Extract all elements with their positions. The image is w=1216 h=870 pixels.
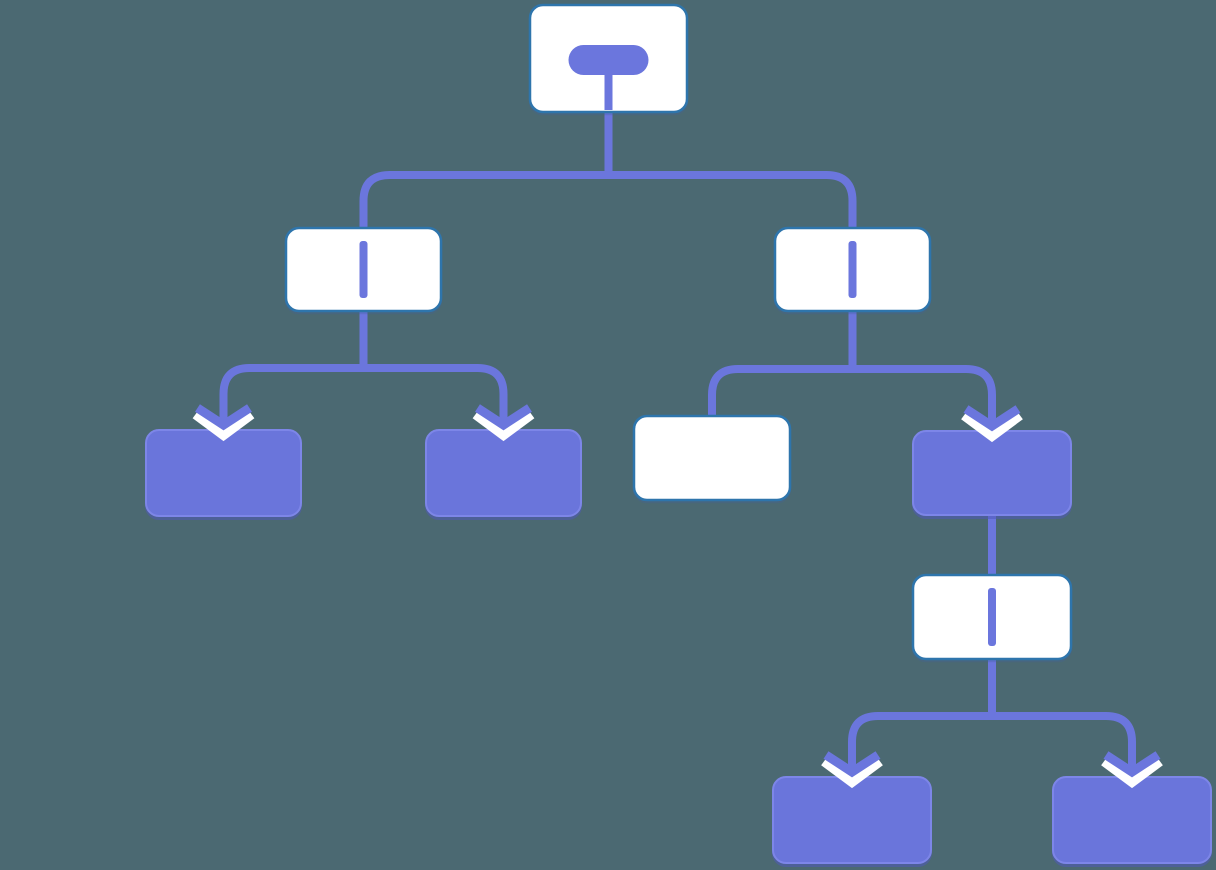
vertical-bar-icon <box>359 241 368 298</box>
chevron-outer-stroke <box>961 408 1023 443</box>
chevron-inner-stroke <box>823 751 881 778</box>
node-leaf-left-2[interactable] <box>425 429 582 517</box>
chevron-outer-stroke <box>821 754 883 789</box>
connector-branch-left[interactable] <box>219 311 508 430</box>
connector-sub-branch[interactable] <box>848 659 1136 777</box>
nodes-layer <box>145 3 1212 864</box>
node-child-right-purple[interactable] <box>912 430 1072 516</box>
arrowheads-layer <box>192 404 1163 789</box>
chevron-down-icon <box>472 404 535 442</box>
pill-stem <box>604 73 613 110</box>
chevron-down-icon <box>821 751 883 789</box>
chevron-inner-stroke <box>1103 751 1161 778</box>
chevron-inner-stroke <box>195 404 252 431</box>
topic-pill-icon <box>568 45 649 110</box>
connectors-layer <box>219 112 1136 777</box>
connector-root[interactable] <box>359 112 857 228</box>
chevron-outer-stroke <box>1101 754 1163 789</box>
connector-branch-right[interactable] <box>708 311 996 431</box>
node-leaf-bottom-1[interactable] <box>772 776 932 864</box>
pill-shape <box>568 45 649 75</box>
chevron-down-icon <box>1101 751 1163 789</box>
node-leaf-bottom-2[interactable] <box>1052 776 1212 864</box>
node-child-right-white[interactable] <box>632 414 792 502</box>
chevron-inner-stroke <box>963 405 1021 432</box>
chevron-outer-stroke <box>192 407 255 442</box>
vertical-bar-icon <box>988 588 996 646</box>
vertical-bar-icon <box>848 241 857 298</box>
chevron-down-icon <box>961 405 1023 443</box>
chevron-outer-stroke <box>472 407 535 442</box>
node-leaf-left-1[interactable] <box>145 429 302 517</box>
chevron-down-icon <box>192 404 255 442</box>
chevron-inner-stroke <box>475 404 532 431</box>
